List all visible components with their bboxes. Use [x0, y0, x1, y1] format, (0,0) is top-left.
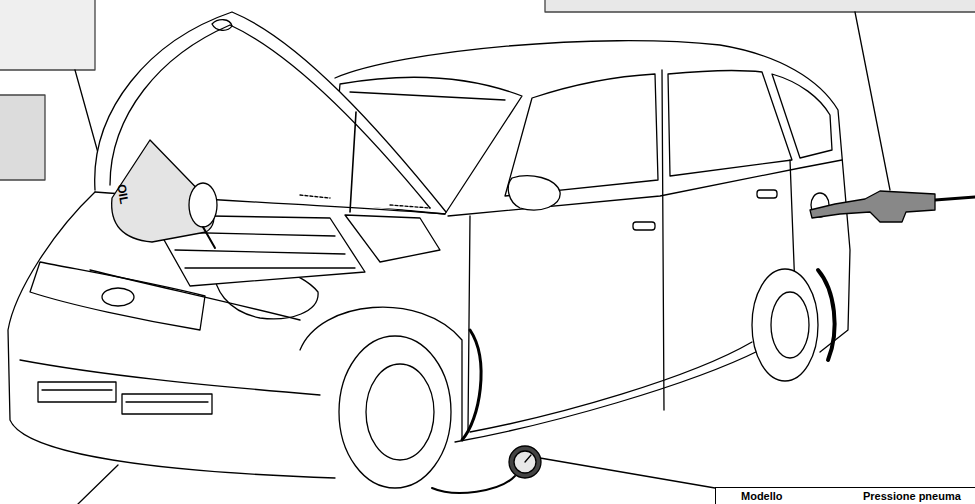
hood-prop	[350, 112, 356, 212]
callout-panel	[545, 0, 975, 12]
engine-part	[345, 215, 440, 262]
pressure-gauge	[509, 446, 541, 478]
vent	[38, 382, 116, 402]
fuel-nozzle	[810, 191, 935, 222]
vent-slats	[42, 390, 208, 402]
wheel-arch	[462, 330, 481, 440]
front-hub	[366, 364, 434, 460]
leader-line	[540, 458, 715, 488]
windshield-line	[350, 92, 505, 100]
wheel-arch	[818, 270, 835, 360]
hood-badge	[212, 20, 232, 31]
front-tire	[339, 336, 451, 488]
table-header: Modello Pressione pneuma	[715, 487, 975, 504]
door-line	[662, 70, 664, 410]
column-heading: Pressione pneuma	[863, 490, 961, 502]
rocker-line	[455, 350, 760, 442]
leader-line	[75, 70, 100, 160]
engine-ribs	[165, 232, 355, 268]
callout-panel	[0, 0, 95, 70]
belt-line	[448, 160, 842, 216]
cowl-vent	[300, 195, 430, 208]
callout-panel	[0, 95, 45, 180]
door-handle	[757, 190, 777, 198]
gauge-face	[514, 451, 536, 473]
rear-window	[668, 71, 792, 176]
vent	[122, 394, 212, 414]
column-heading: Modello	[741, 490, 783, 502]
rear-hub	[771, 292, 809, 358]
grille	[30, 262, 205, 330]
rocker-line	[470, 342, 752, 432]
leader-line	[78, 465, 118, 504]
oil-stream	[203, 227, 215, 248]
rear-tire	[752, 269, 818, 381]
quarter-window	[772, 74, 832, 158]
mirror	[508, 176, 560, 210]
door-handle	[633, 222, 655, 230]
gauge-hose	[432, 476, 515, 493]
door-line	[468, 216, 470, 430]
fuel-hose	[935, 197, 975, 200]
gauge-needle	[525, 455, 531, 462]
oil-spout	[189, 183, 217, 227]
leader-line	[855, 12, 890, 190]
badge	[102, 288, 134, 306]
